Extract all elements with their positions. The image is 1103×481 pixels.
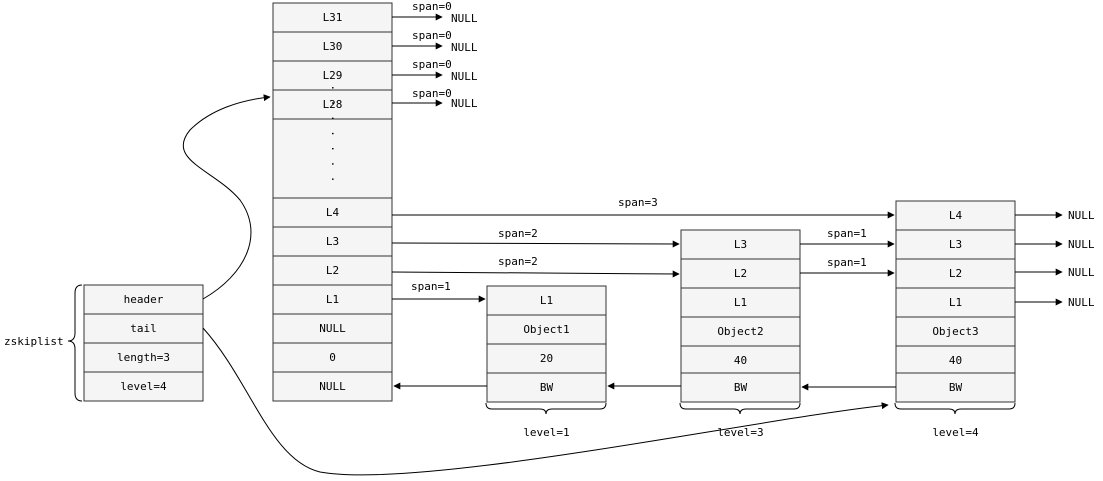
node1-backward-text: BW [540, 381, 554, 394]
header-l31-span: span=0 [412, 0, 452, 13]
node3-l1-null: NULL [1068, 296, 1095, 309]
header-l2-to-node2-arrow [391, 270, 680, 278]
forward-pointers: span=3 span=2 span=2 span=1 span=1 span=… [391, 196, 895, 303]
node3-l2-cell [895, 258, 1016, 289]
header-backward-text: NULL [319, 380, 346, 393]
node1-backward-cell [486, 372, 607, 403]
header-score-text: 0 [329, 351, 336, 364]
node3-l1-cell [895, 287, 1016, 318]
node1: L1 Object1 20 BW level=1 [485, 285, 607, 439]
node1-l1-text: L1 [540, 294, 553, 307]
backward-pointers [393, 382, 896, 391]
node2-l3-text: L3 [734, 238, 747, 251]
zskiplist-tail-cell [83, 313, 204, 344]
header-dots: · · · · · · · [326, 84, 339, 183]
zskiplist-struct: zskiplist header tail length=3 level=4 [4, 284, 204, 402]
node2-l1-text: L1 [734, 296, 747, 309]
header-l2-span: span=2 [498, 255, 538, 268]
header-l29-text: L29 [323, 69, 343, 82]
header-l3-to-node2-arrow [391, 240, 680, 248]
node2-score-text: 40 [734, 354, 747, 367]
header-l30-span: span=0 [412, 29, 452, 42]
zskiplist-level-cell [83, 371, 204, 402]
node3-score-cell [895, 345, 1016, 376]
node3-obj-text: Object3 [932, 325, 978, 338]
header-l3-text: L3 [326, 235, 339, 248]
header-obj-text: NULL [319, 322, 346, 335]
zskiplist-header-text: header [124, 293, 164, 306]
node2-level-label: level=3 [717, 426, 763, 439]
node2: L3 L2 L1 Object2 40 BW level=3 [679, 229, 801, 439]
header-l30-null: NULL [451, 41, 478, 54]
node3-l4-text: L4 [949, 209, 963, 222]
node1-score-text: 20 [540, 352, 553, 365]
node3-l3-null: NULL [1068, 238, 1095, 251]
header-l2-text: L2 [326, 264, 339, 277]
node3-obj-cell [895, 316, 1016, 347]
header-l31-text: L31 [323, 11, 343, 24]
header-l3-cell [272, 226, 393, 257]
node3-backward-cell [895, 372, 1016, 403]
node3-l4-null: NULL [1068, 209, 1095, 222]
header-l28-text: L28 [323, 98, 343, 111]
zskiplist-tail-pointer [202, 327, 889, 476]
zskiplist-length-text: length=3 [117, 351, 170, 364]
header-l30-text: L30 [323, 40, 343, 53]
zskiplist-length-cell [83, 342, 204, 373]
zskiplist-header-pointer [182, 94, 271, 300]
node3-score-text: 40 [949, 354, 962, 367]
header-l28-null: NULL [451, 97, 478, 110]
node2-obj-text: Object2 [717, 325, 763, 338]
header-l29-span: span=0 [412, 58, 452, 71]
node2-backward-cell [680, 372, 801, 403]
header-l1-cell [272, 284, 393, 315]
node3-l2-text: L2 [949, 267, 962, 280]
header-backward-cell [272, 371, 393, 402]
node3-l3-cell [895, 229, 1016, 260]
zskiplist-level-text: level=4 [120, 380, 167, 393]
node2-l3-cell [680, 229, 801, 260]
node2-l1-cell [680, 287, 801, 318]
node3: L4 L3 L2 L1 Object3 40 BW level=4 NULL N… [894, 200, 1095, 439]
node3-l2-null: NULL [1068, 266, 1095, 279]
node2-l3-span: span=1 [827, 227, 867, 240]
header-obj-cell [272, 313, 393, 344]
node2-l2-span: span=1 [827, 256, 867, 269]
node3-brace [894, 402, 1016, 415]
node3-l3-text: L3 [949, 238, 962, 251]
node3-level-label: level=4 [932, 426, 979, 439]
node1-obj-text: Object1 [523, 323, 569, 336]
header-node: L31 L30 L29 L28 · · · · · · · L4 L3 L2 L… [272, 0, 478, 402]
node2-l2-cell [680, 258, 801, 289]
header-l4-span: span=3 [618, 196, 658, 209]
node2-score-cell [680, 345, 801, 376]
header-l1-span: span=1 [411, 280, 451, 293]
header-l31-null: NULL [451, 12, 478, 25]
header-l4-text: L4 [326, 206, 340, 219]
header-l28-cell [272, 89, 393, 120]
node3-l1-text: L1 [949, 296, 962, 309]
node2-l2-text: L2 [734, 267, 747, 280]
header-l1-text: L1 [326, 293, 339, 306]
node2-brace [679, 402, 801, 415]
header-l2-cell [272, 255, 393, 286]
zskiplist-header-cell [83, 284, 204, 315]
node1-l1-cell [486, 285, 607, 316]
node1-score-cell [486, 343, 607, 374]
header-gap-cell [272, 118, 393, 199]
header-score-cell [272, 342, 393, 373]
zskiplist-label: zskiplist [4, 335, 64, 348]
header-l30-cell [272, 31, 393, 62]
node3-backward-text: BW [949, 381, 963, 394]
node2-backward-text: BW [734, 381, 748, 394]
zskiplist-brace [67, 284, 83, 402]
zskiplist-tail-text: tail [130, 322, 157, 335]
node1-level-label: level=1 [523, 426, 569, 439]
header-l28-span: span=0 [412, 87, 452, 100]
node1-brace [485, 402, 607, 415]
header-l3-span: span=2 [498, 227, 538, 240]
header-l29-null: NULL [451, 70, 478, 83]
